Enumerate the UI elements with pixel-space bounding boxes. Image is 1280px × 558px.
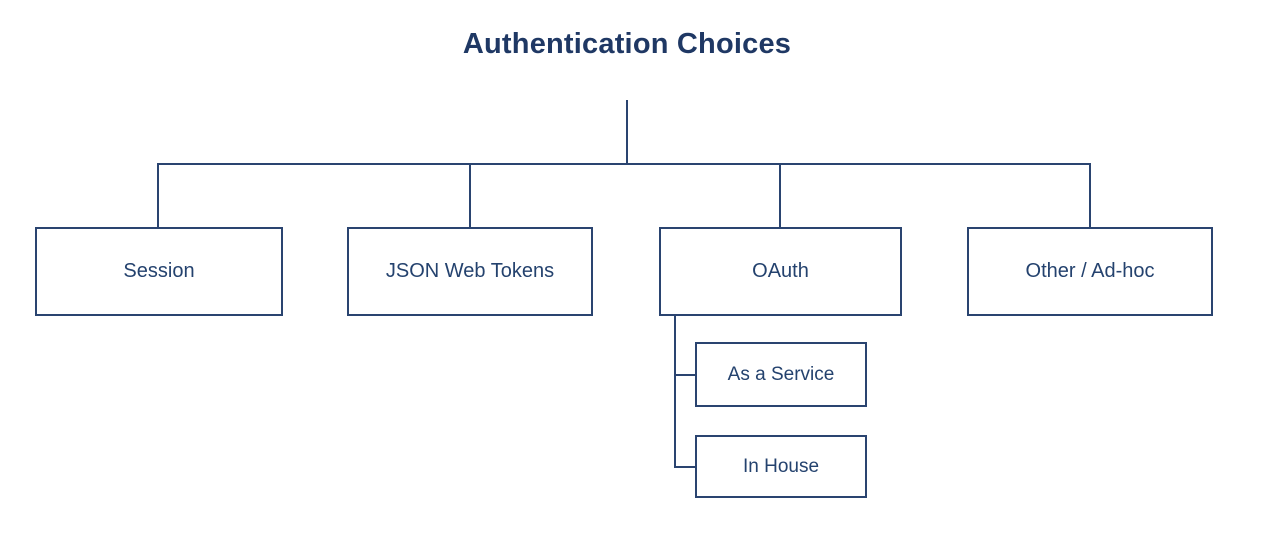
node-as-a-service-label: As a Service	[727, 363, 835, 385]
connector-drop-oauth	[779, 163, 781, 227]
diagram-title: Authentication Choices	[462, 28, 792, 60]
connector-drop-jwt	[469, 163, 471, 227]
node-json-web-tokens: JSON Web Tokens	[347, 227, 593, 316]
connector-stub-in-house	[674, 466, 695, 468]
node-other-ad-hoc-label: Other / Ad-hoc	[1025, 260, 1155, 282]
node-as-a-service: As a Service	[695, 342, 867, 407]
node-session-label: Session	[123, 260, 195, 282]
connector-drop-other	[1089, 163, 1091, 227]
connector-drop-session	[157, 163, 159, 227]
node-in-house-label: In House	[742, 455, 820, 477]
node-oauth: OAuth	[659, 227, 902, 316]
connector-root-stem	[626, 100, 628, 164]
connector-oauth-child-stem	[674, 316, 676, 468]
node-json-web-tokens-label: JSON Web Tokens	[385, 260, 555, 282]
node-in-house: In House	[695, 435, 867, 498]
connector-stub-as-a-service	[674, 374, 695, 376]
node-oauth-label: OAuth	[752, 260, 809, 282]
node-other-ad-hoc: Other / Ad-hoc	[967, 227, 1213, 316]
node-session: Session	[35, 227, 283, 316]
connector-horizontal-bus	[157, 163, 1091, 165]
